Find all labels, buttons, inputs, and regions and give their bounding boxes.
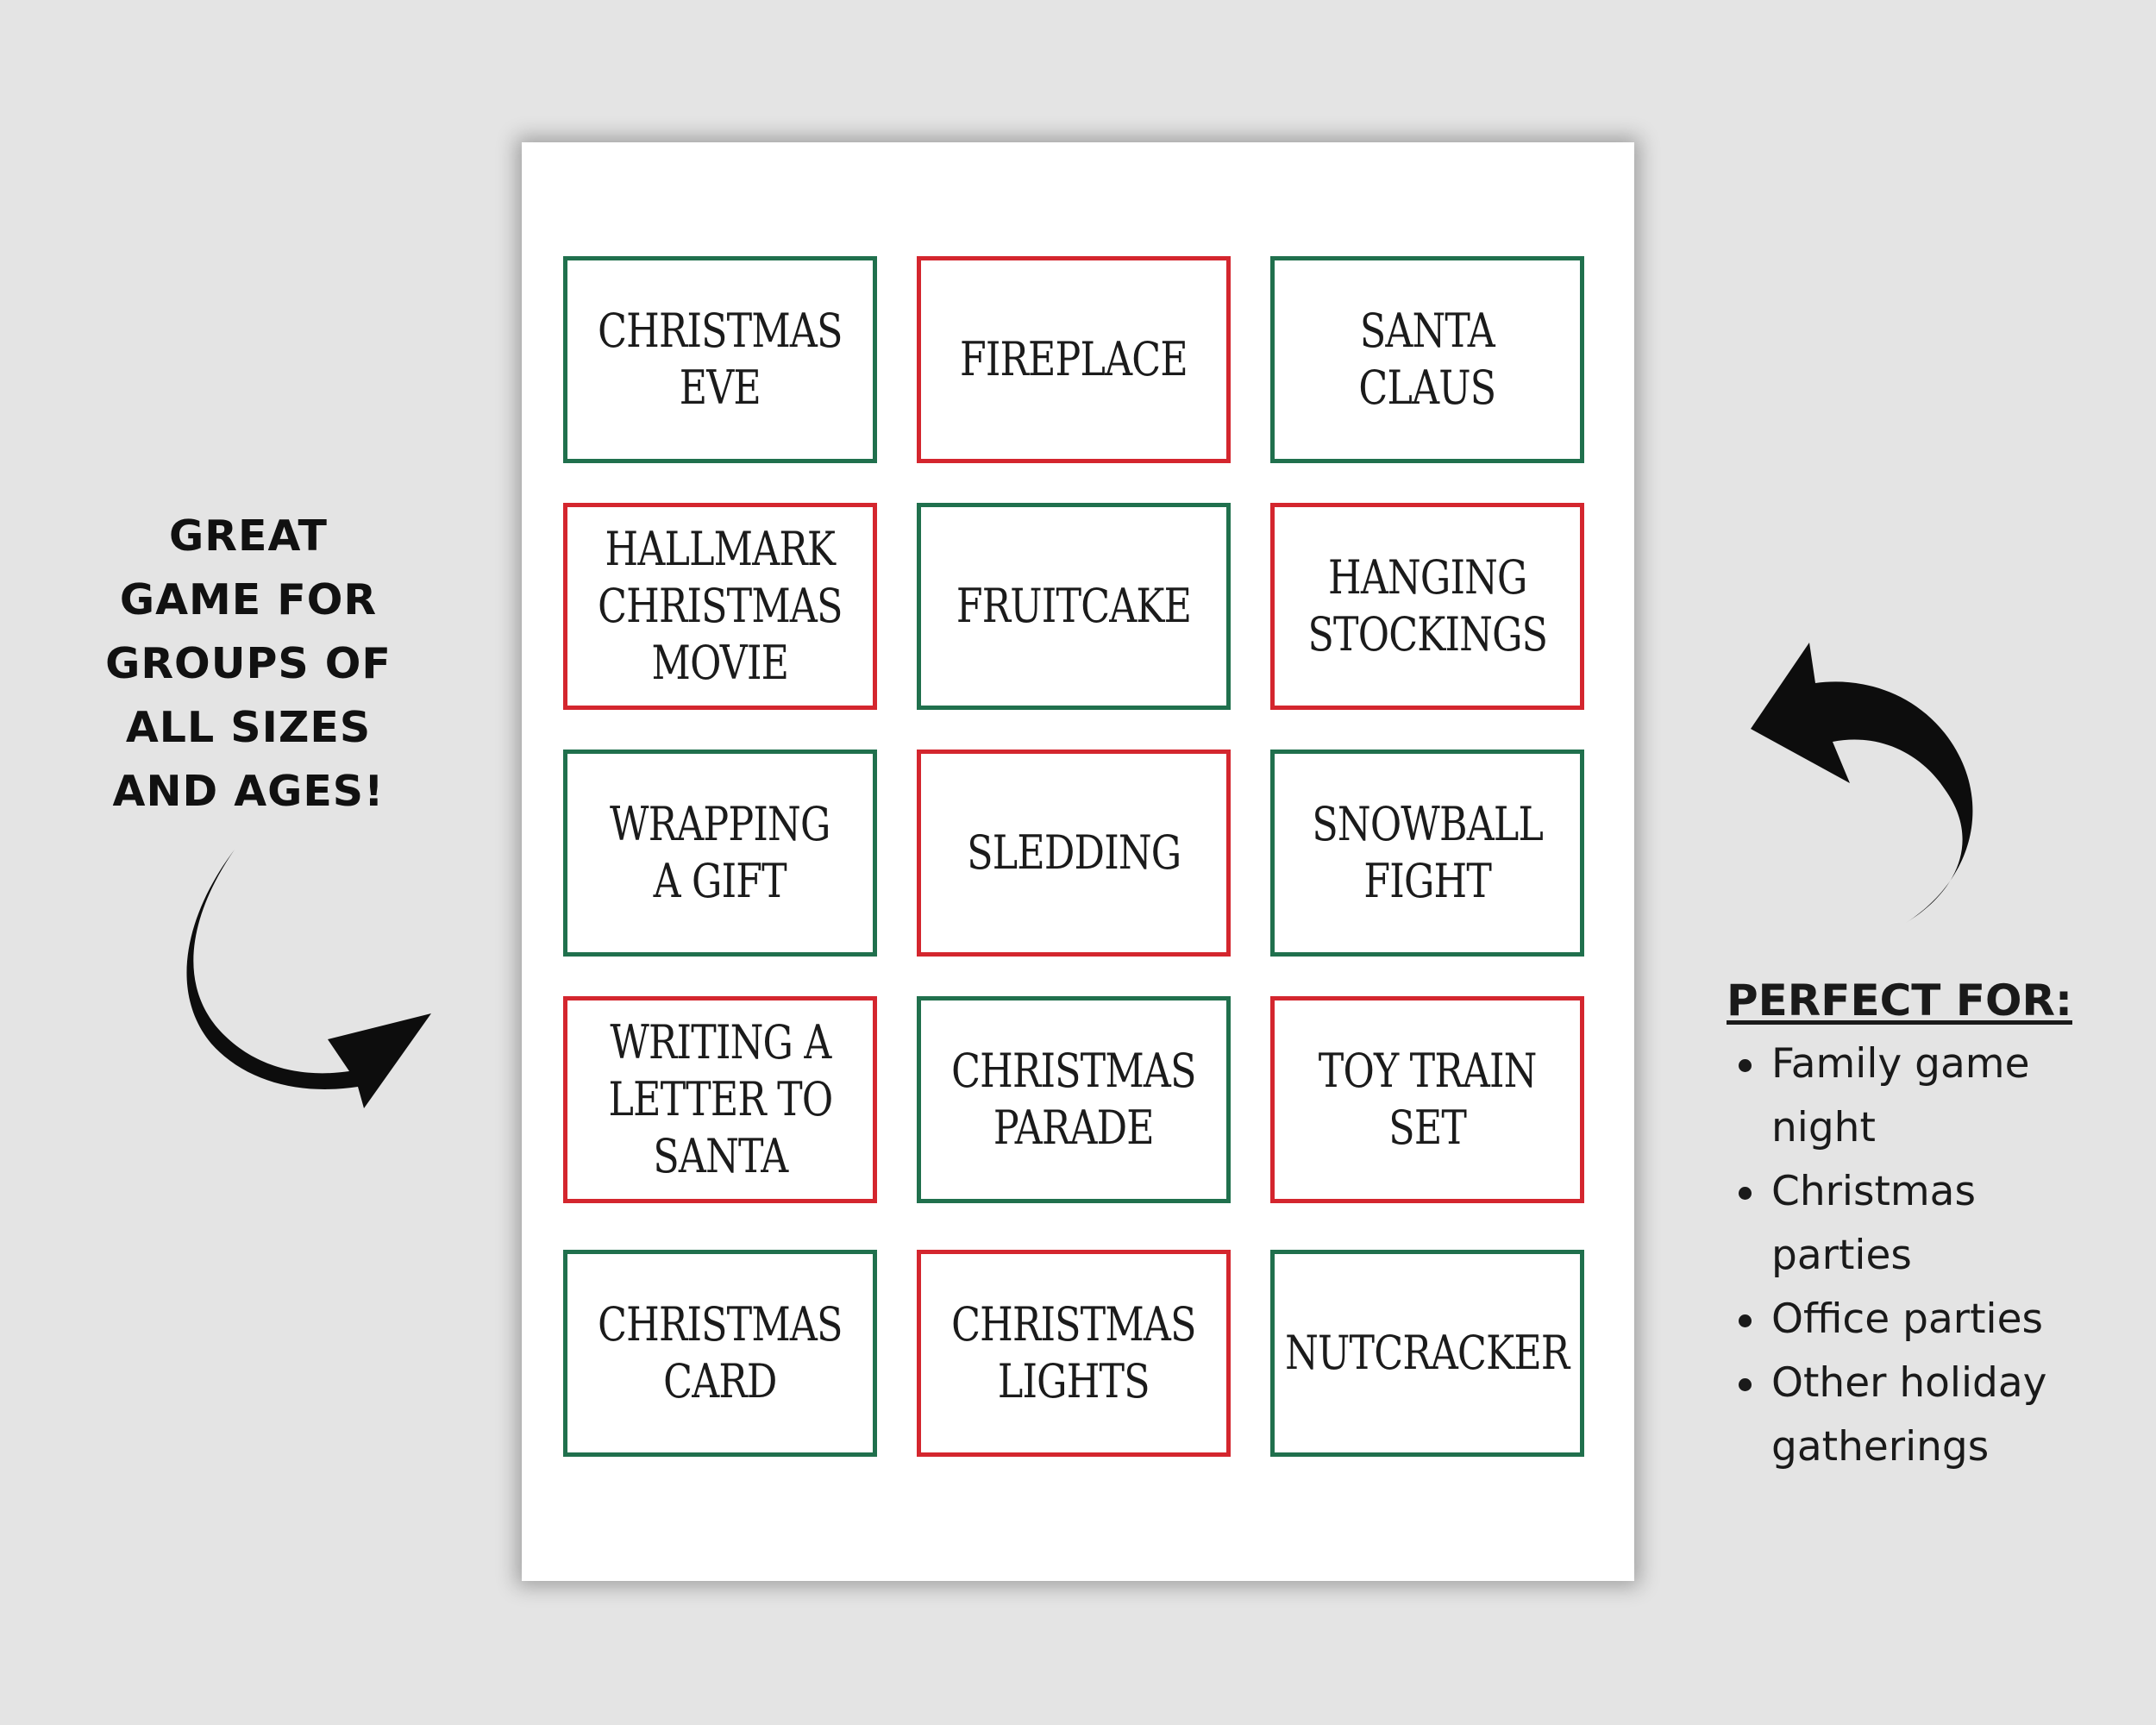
perfect-for-title: PERFECT FOR: — [1727, 975, 2072, 1026]
list-item: Other holiday gatherings — [1727, 1352, 2132, 1479]
card-line: CARD — [663, 1354, 777, 1408]
card-line: MOVIE — [651, 636, 789, 690]
charades-card: SANTA CLAUS — [1270, 256, 1584, 463]
card-line: LETTER TO — [608, 1072, 833, 1126]
curved-arrow-left-icon — [1751, 643, 1973, 923]
caption-line: GREAT — [169, 511, 328, 561]
charades-card: FIREPLACE — [917, 256, 1231, 463]
card-line: WRITING A — [609, 1015, 831, 1070]
charades-card: TOY TRAIN SET — [1270, 996, 1584, 1203]
card-line: CHRISTMAS — [951, 1044, 1196, 1098]
use-case-list: Family game night Christmas parties Offi… — [1727, 1032, 2132, 1479]
list-item-line: gatherings — [1771, 1423, 1990, 1471]
card-line: EVE — [679, 361, 761, 415]
card-line: A GIFT — [653, 854, 787, 908]
card-line: FIREPLACE — [960, 332, 1188, 386]
charades-card: NUTCRACKER — [1270, 1250, 1584, 1457]
caption-line: GAME FOR — [119, 575, 378, 624]
caption-line: AND AGES! — [112, 767, 385, 816]
card-line: TOY TRAIN — [1318, 1044, 1538, 1098]
printable-sheet: CHRISTMAS EVE FIREPLACE SANTA CLAUS HALL… — [522, 142, 1634, 1581]
card-line: CHRISTMAS — [598, 579, 843, 633]
card-line: SANTA — [652, 1129, 788, 1183]
card-line: SET — [1388, 1101, 1467, 1155]
charades-card: SLEDDING — [917, 750, 1231, 957]
card-line: WRAPPING — [610, 797, 830, 851]
card-line: FIGHT — [1363, 854, 1491, 908]
perfect-for-list: PERFECT FOR: Family game night Christmas… — [1727, 970, 2132, 1479]
list-item-line: parties — [1771, 1232, 1912, 1279]
caption-line: ALL SIZES — [125, 703, 372, 752]
card-line: LIGHTS — [998, 1354, 1150, 1408]
curved-arrow-right-icon — [186, 850, 431, 1108]
list-item-line: Other holiday — [1771, 1359, 2047, 1407]
charades-card: FRUITCAKE — [917, 503, 1231, 710]
card-line: CLAUS — [1358, 361, 1497, 415]
card-line: STOCKINGS — [1307, 607, 1548, 662]
card-line: NUTCRACKER — [1285, 1326, 1570, 1380]
caption-line: GROUPS OF — [105, 639, 392, 688]
list-item-line: night — [1771, 1104, 1876, 1151]
list-item-line: Office parties — [1771, 1295, 2043, 1343]
list-item-line: Family game — [1771, 1040, 2030, 1088]
charades-card: CHRISTMAS PARADE — [917, 996, 1231, 1203]
list-item-line: Christmas — [1771, 1168, 1976, 1215]
card-line: CHRISTMAS — [598, 304, 843, 358]
list-item: Christmas parties — [1727, 1160, 2132, 1288]
card-line: CHRISTMAS — [951, 1297, 1196, 1352]
charades-card: WRAPPING A GIFT — [563, 750, 877, 957]
charades-card: SNOWBALL FIGHT — [1270, 750, 1584, 957]
charades-card: CHRISTMAS LIGHTS — [917, 1250, 1231, 1457]
card-line: HALLMARK — [605, 522, 836, 576]
card-line: SNOWBALL — [1312, 797, 1543, 851]
charades-card: HANGING STOCKINGS — [1270, 503, 1584, 710]
card-line: CHRISTMAS — [598, 1297, 843, 1352]
list-item: Office parties — [1727, 1288, 2132, 1352]
card-line: HANGING — [1327, 550, 1527, 605]
charades-card: WRITING A LETTER TO SANTA — [563, 996, 877, 1203]
charades-card: CHRISTMAS EVE — [563, 256, 877, 463]
card-line: PARADE — [993, 1101, 1155, 1155]
charades-card: CHRISTMAS CARD — [563, 1250, 877, 1457]
card-line: SANTA — [1359, 304, 1495, 358]
card-line: FRUITCAKE — [956, 579, 1192, 633]
card-line: SLEDDING — [966, 825, 1181, 880]
left-caption: GREAT GAME FOR GROUPS OF ALL SIZES AND A… — [76, 505, 421, 824]
list-item: Family game night — [1727, 1032, 2132, 1160]
charades-card: HALLMARK CHRISTMAS MOVIE — [563, 503, 877, 710]
